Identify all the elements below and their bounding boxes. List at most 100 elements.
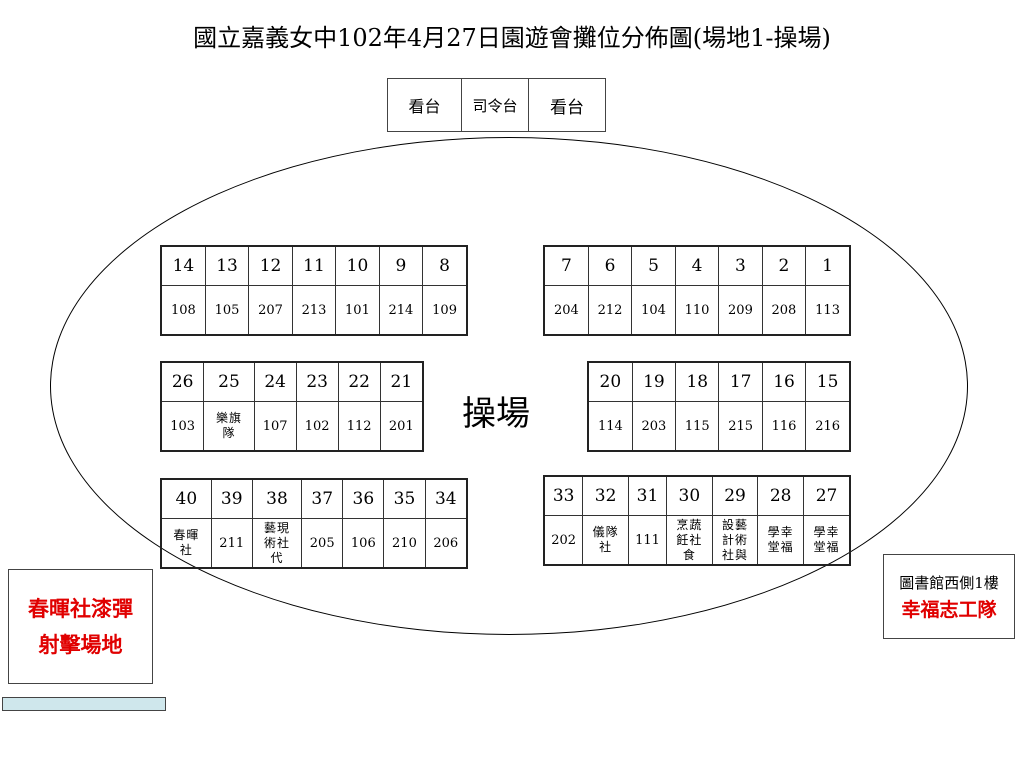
playground-label: 操場 [462,394,530,434]
booth-assignee: 201 [379,401,424,452]
booth-number: 32 [582,475,629,516]
booth-assignee: 205 [301,518,344,569]
booth-assignee: 115 [675,401,720,452]
booth-assignee: 212 [587,285,633,336]
booth-number: 13 [204,245,250,286]
booth-number: 12 [248,245,293,286]
booth-number: 7 [543,245,589,286]
booth-assignee: 儀隊社 [582,515,629,566]
booth-assignee: 216 [805,401,851,452]
booth-assignee: 204 [543,285,589,336]
booth-number: 34 [424,478,468,519]
booth-number: 37 [301,478,344,519]
booth-number: 35 [383,478,426,519]
booth-number: 36 [342,478,385,519]
booth-number: 30 [666,475,713,516]
booth-assignee: 213 [291,285,337,336]
booth-assignee: 209 [718,285,763,336]
booth-assignee: 101 [335,285,380,336]
booth-number: 16 [761,361,807,402]
booth-number: 38 [251,478,303,519]
booth-number: 24 [253,361,297,402]
booth-assignee-text: 樂旗隊 [215,411,242,440]
booth-assignee-text: 藝現術社代 [263,520,290,565]
paintball-area-line1: 春暉社漆彈 [28,595,133,621]
booth-number: 33 [543,475,584,516]
booth-number: 21 [379,361,424,402]
booth-number: 23 [295,361,339,402]
booth-number: 6 [587,245,633,286]
booth-assignee: 116 [761,401,807,452]
booth-assignee: 103 [160,401,205,452]
booth-assignee: 106 [342,518,385,569]
booth-assignee: 樂旗隊 [203,401,255,452]
booth-assignee: 104 [631,285,676,336]
booth-number: 22 [337,361,381,402]
booth-assignee: 208 [761,285,807,336]
booth-number: 40 [160,478,212,519]
booth-assignee: 215 [718,401,763,452]
stand-right: 看台 [550,97,584,118]
booth-number: 18 [675,361,720,402]
booth-number: 17 [718,361,763,402]
booth-number: 4 [674,245,720,286]
booth-assignee: 學幸堂福 [803,515,851,566]
booth-number: 9 [378,245,424,286]
booth-assignee: 210 [383,518,426,569]
booth-assignee: 學幸堂福 [757,515,805,566]
booth-assignee: 102 [295,401,339,452]
booth-number: 11 [291,245,337,286]
booth-assignee: 114 [587,401,633,452]
booth-assignee: 111 [627,515,668,566]
booth-assignee: 藝現術社代 [251,518,303,569]
booth-assignee: 202 [543,515,584,566]
booth-assignee: 206 [424,518,468,569]
booth-assignee-text: 設藝計術社與 [721,517,748,562]
booth-number: 19 [631,361,677,402]
booth-assignee: 203 [631,401,677,452]
booth-number: 29 [711,475,759,516]
command-platform: 司令台 [462,79,529,131]
booth-assignee: 105 [204,285,250,336]
reviewing-stand: 看台 司令台 看台 [387,78,606,132]
booth-assignee: 211 [210,518,253,569]
library-booth-box: 圖書館西側1樓 幸福志工隊 [883,554,1015,639]
booth-number: 8 [422,245,468,286]
booth-number: 27 [803,475,851,516]
booth-number: 28 [757,475,805,516]
booth-assignee: 214 [378,285,424,336]
booth-assignee: 113 [805,285,851,336]
paintball-area-box: 春暉社漆彈 射擊場地 [8,569,153,684]
stand-left: 看台 [388,79,462,131]
booth-number: 15 [805,361,851,402]
booth-number: 3 [718,245,763,286]
booth-assignee-text: 學幸堂福 [767,525,794,554]
booth-assignee: 烹蔬飪社食 [666,515,713,566]
booth-assignee: 108 [160,285,206,336]
booth-assignee: 設藝計術社與 [711,515,759,566]
booth-assignee: 春暉社 [160,518,212,569]
booth-assignee: 110 [674,285,720,336]
booth-number: 20 [587,361,633,402]
booth-assignee-text: 烹蔬飪社食 [676,517,703,562]
library-location: 圖書館西側1樓 [899,574,999,592]
booth-number: 26 [160,361,205,402]
booth-number: 25 [203,361,255,402]
booth-assignee-text: 春暉社 [173,528,200,557]
booth-assignee: 109 [422,285,468,336]
booth-number: 39 [210,478,253,519]
booth-assignee-text: 學幸堂福 [813,525,840,554]
booth-number: 1 [805,245,851,286]
booth-assignee: 112 [337,401,381,452]
legend-bar [2,697,166,711]
booth-number: 14 [160,245,206,286]
happiness-volunteers: 幸福志工隊 [901,599,997,621]
booth-assignee: 107 [253,401,297,452]
booth-number: 5 [631,245,676,286]
